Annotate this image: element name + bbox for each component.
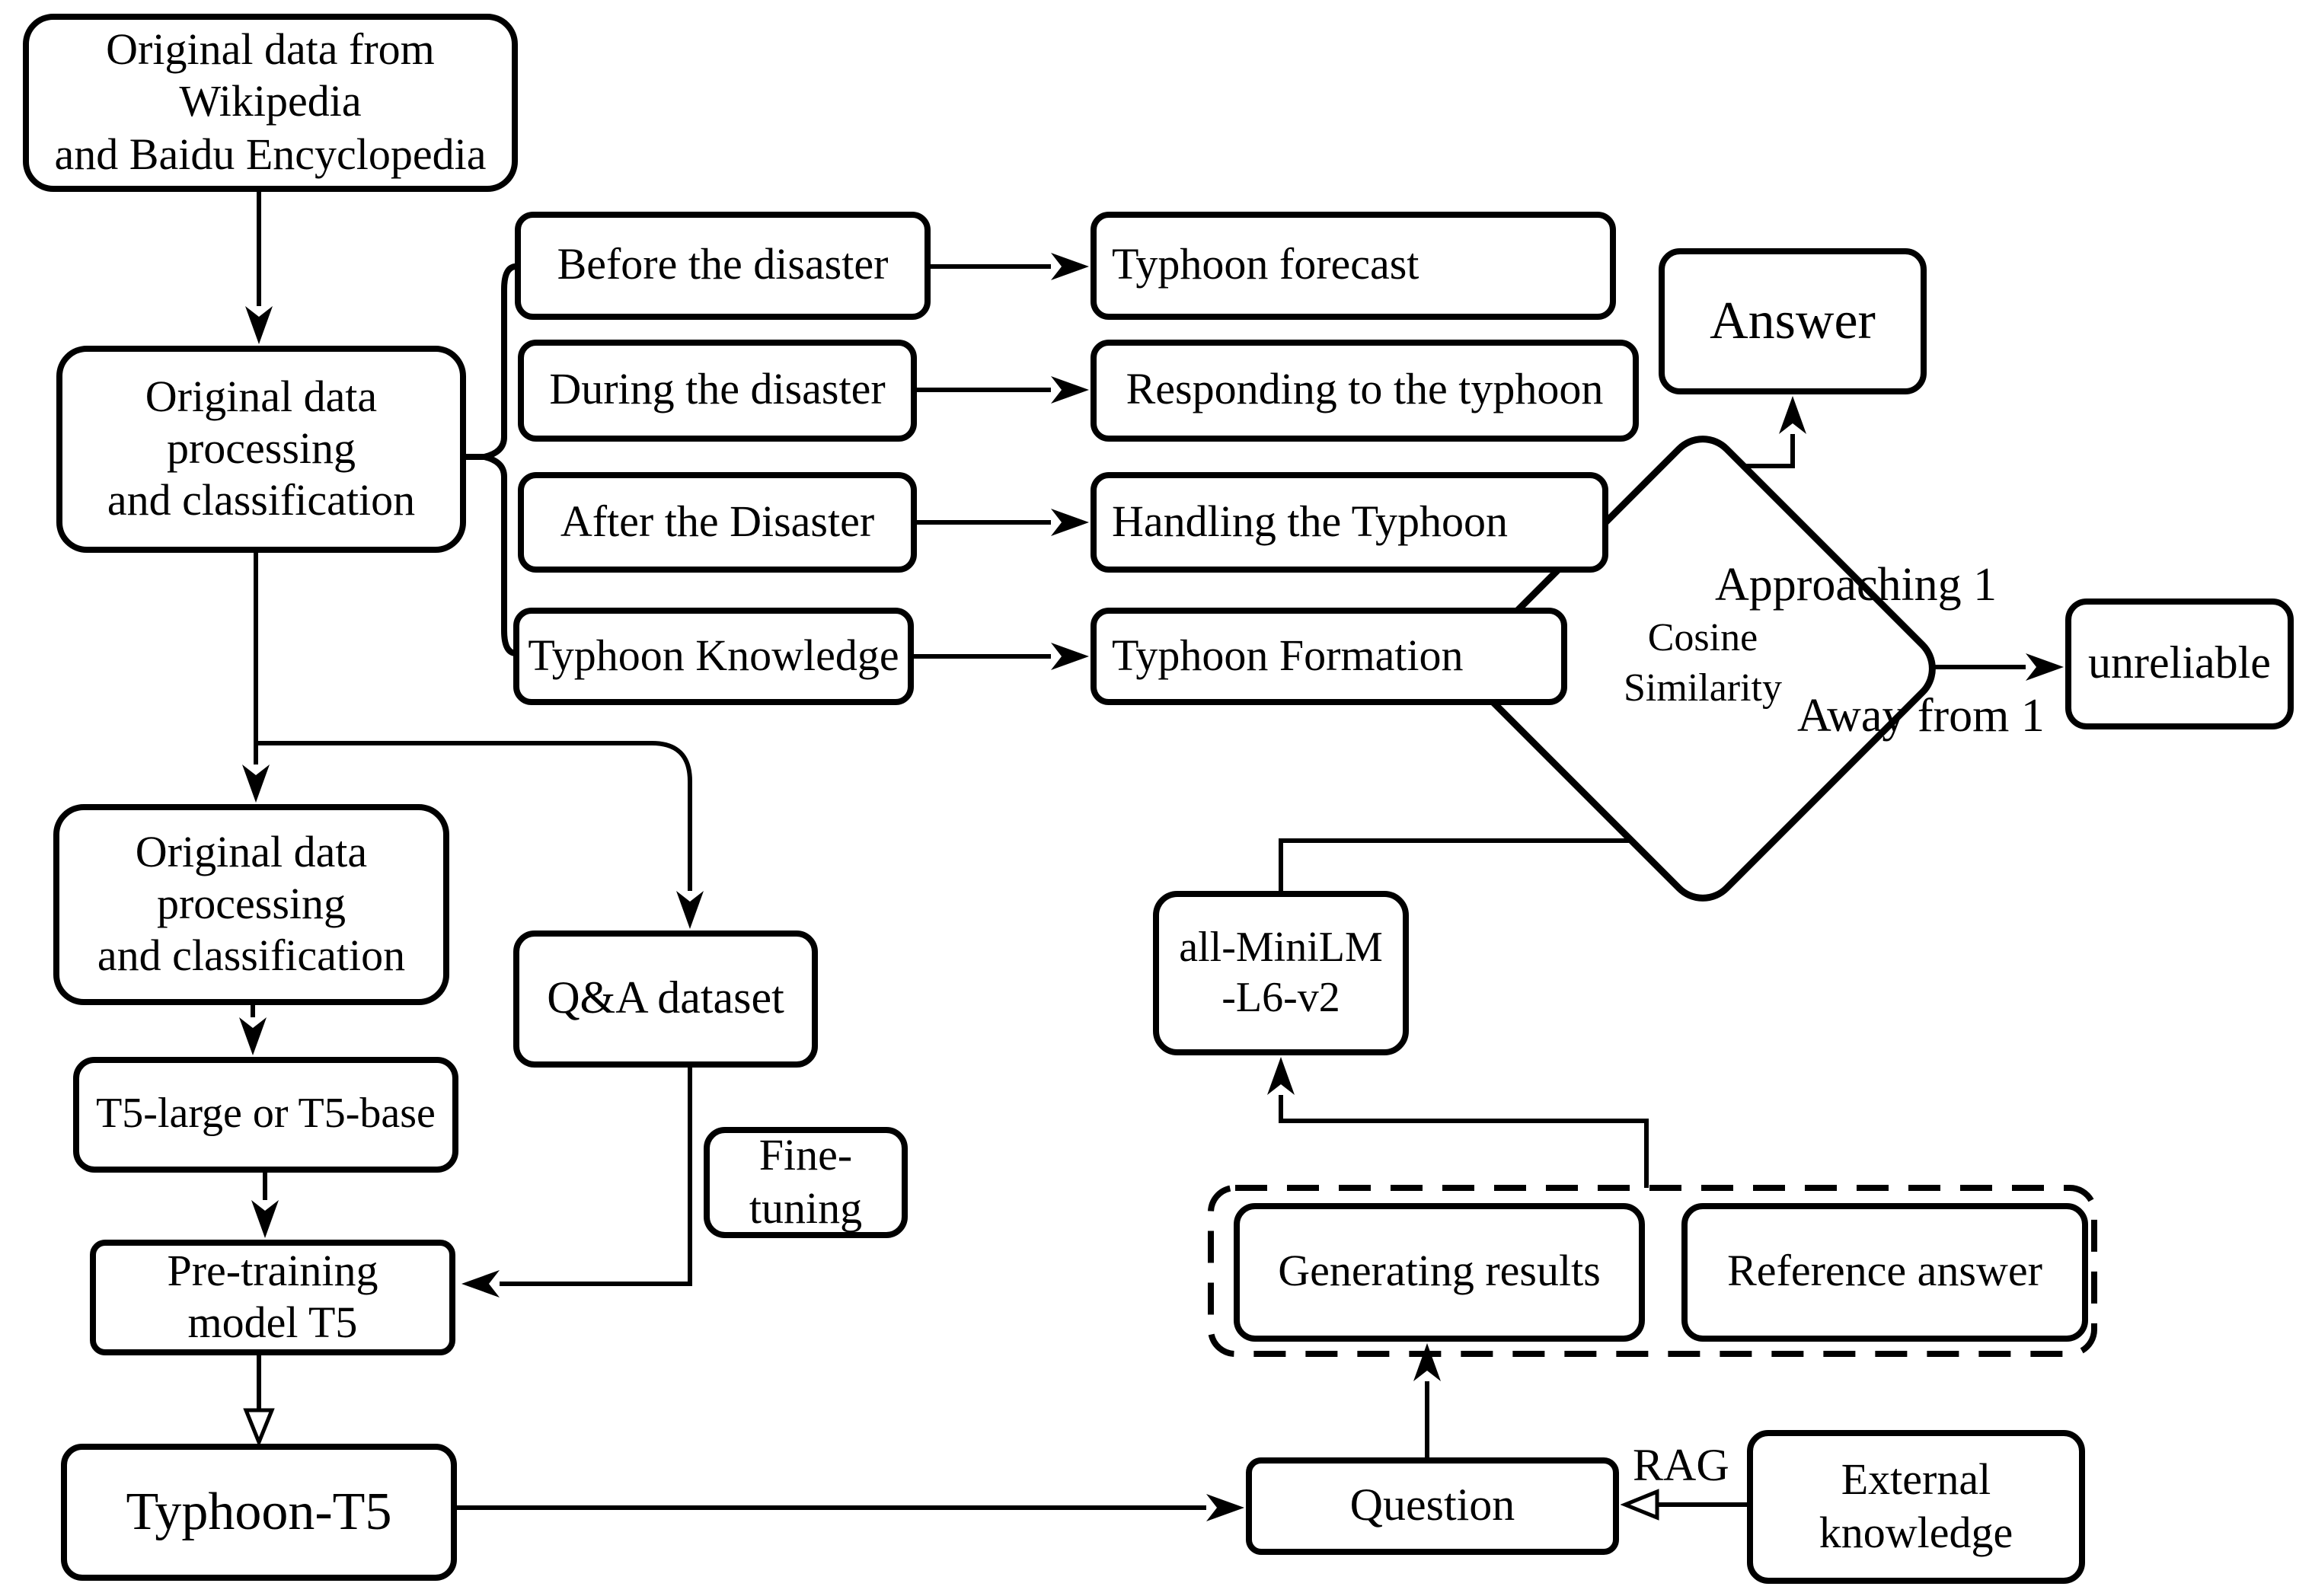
edge-results-pair-to-minilm [1267,1057,1649,1188]
node-before-disaster: Before the disaster [515,212,931,320]
node-during-disaster: During the disaster [518,340,917,442]
node-after-disaster: After the Disaster [518,472,917,573]
node-unreliable: unreliable [2065,598,2294,729]
node-external-knowledge: External knowledge [1747,1430,2085,1584]
node-processing-2: Original data processing and classificat… [53,804,449,1005]
brace-classification-split [463,263,518,656]
node-generating-results: Generating results [1234,1203,1645,1342]
node-responding-typhoon: Responding to the typhoon [1091,340,1639,442]
node-pretraining-t5: Pre-training model T5 [90,1240,455,1355]
edge-qa-dataset-to-pretraining [461,1068,692,1298]
node-typhoon-forecast: Typhoon forecast [1091,212,1616,320]
node-typhoon-knowledge: Typhoon Knowledge [513,608,914,705]
node-fine-tuning: Fine- tuning [704,1127,908,1238]
label-approaching-1: Approaching 1 [1715,557,1997,611]
node-handling-typhoon: Handling the Typhoon [1091,472,1608,573]
node-processing-1: Original data processing and classificat… [56,346,466,553]
node-wiki-source: Original data from Wikipedia and Baidu E… [23,14,518,192]
node-answer: Answer [1659,248,1927,394]
node-minilm: all-MiniLM -L6-v2 [1153,891,1409,1055]
node-t5-variants: T5-large or T5-base [73,1057,458,1173]
node-reference-answer: Reference answer [1681,1203,2088,1342]
node-cosine-similarity-label: Cosine Similarity [1624,615,1782,709]
node-question: Question [1246,1457,1619,1555]
label-away-from-1: Away from 1 [1797,688,2045,742]
label-rag: RAG [1633,1441,1729,1491]
edge-processing1-to-qa-dataset [256,741,704,929]
evaluation-pair-dashed-container [1208,1185,2097,1357]
node-typhoon-formation: Typhoon Formation [1091,608,1567,705]
node-qa-dataset: Q&A dataset [513,930,818,1068]
node-typhoon-t5: Typhoon-T5 [61,1444,457,1581]
